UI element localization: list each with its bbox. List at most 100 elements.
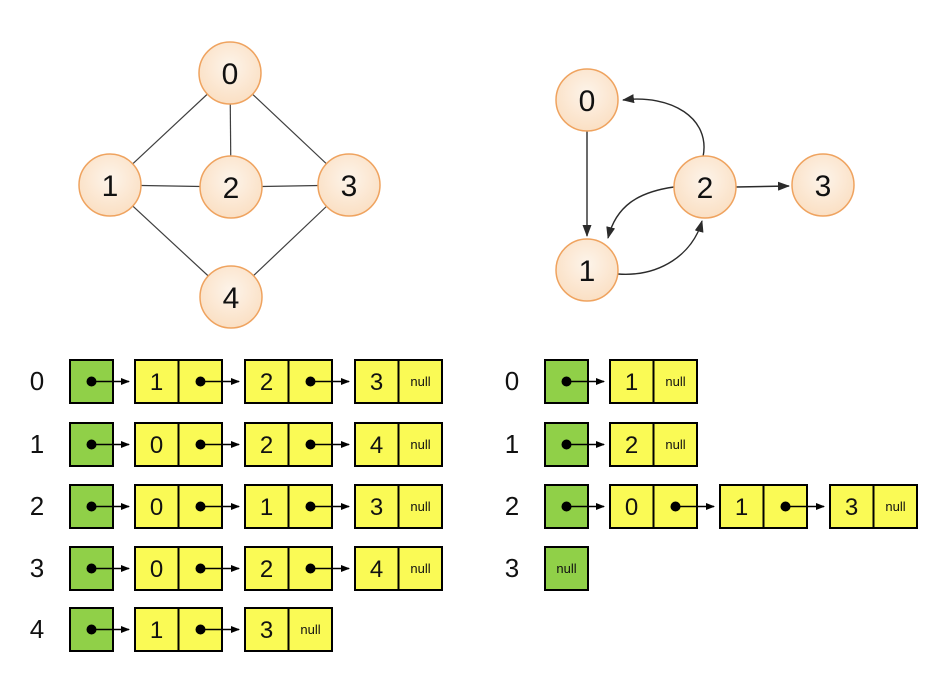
node-label: 1 — [102, 170, 119, 203]
null-terminator: null — [410, 561, 430, 576]
graph-node-1: 1 — [78, 153, 142, 217]
null-terminator: null — [885, 499, 905, 514]
edge-2-to-3 — [735, 181, 790, 191]
list-node: 1 — [719, 484, 825, 529]
node-label: 2 — [697, 172, 714, 205]
graph-node-1: 1 — [555, 238, 619, 302]
node-label: 3 — [341, 170, 358, 203]
graph-node-0: 0 — [198, 41, 262, 105]
row-label: 3 — [30, 553, 44, 583]
list-node: 3 null — [244, 607, 333, 652]
node-circle — [199, 265, 263, 329]
edge-2-to-1 — [606, 186, 675, 239]
graph-node-2: 2 — [199, 155, 263, 219]
node-value: 0 — [625, 494, 638, 521]
node-label: 0 — [579, 85, 596, 118]
node-value: 1 — [150, 617, 163, 644]
adjacency-row: 0 1 2 3 null — [30, 359, 443, 404]
null-terminator: null — [410, 437, 430, 452]
node-circle — [198, 41, 262, 105]
edge-2-to-0 — [622, 94, 705, 158]
graph-node-3: 3 — [317, 153, 381, 217]
row-label: 2 — [505, 491, 519, 521]
graph-node-0: 0 — [555, 68, 619, 132]
list-node: 2 — [244, 422, 350, 467]
undirected-graph: 0 1 2 3 4 — [78, 41, 381, 329]
adjacency-row: 3 null — [505, 546, 589, 591]
adjacency-list-undirected: 0 1 2 3 null — [30, 359, 443, 652]
node-label: 1 — [579, 255, 596, 288]
graph-node-4: 4 — [199, 265, 263, 329]
list-node: 0 — [609, 484, 715, 529]
directed-graph: 0 1 2 3 — [555, 68, 855, 302]
list-node: 4 null — [354, 422, 443, 467]
list-node: 1 — [134, 359, 240, 404]
node-value: 3 — [370, 369, 383, 396]
list-node: 1 — [244, 484, 350, 529]
list-node: 2 null — [609, 422, 698, 467]
null-terminator: null — [300, 622, 320, 637]
list-node: 0 — [134, 546, 240, 591]
list-node: 2 — [244, 359, 350, 404]
node-value: 2 — [625, 432, 638, 459]
adjacency-row: 2 0 1 3 null — [505, 484, 918, 529]
adjacency-row: 2 0 1 3 null — [30, 484, 443, 529]
node-value: 1 — [150, 369, 163, 396]
null-terminator: null — [410, 499, 430, 514]
node-value: 2 — [260, 369, 273, 396]
list-node: 1 — [134, 607, 240, 652]
node-value: 4 — [370, 432, 383, 459]
null-terminator: null — [665, 374, 685, 389]
list-node: 3 null — [829, 484, 918, 529]
list-node: 3 null — [354, 484, 443, 529]
node-value: 3 — [845, 494, 858, 521]
adjacency-row: 3 0 2 4 null — [30, 546, 443, 591]
node-circle — [555, 68, 619, 132]
null-terminator: null — [556, 561, 576, 576]
adjacency-row: 1 0 2 4 null — [30, 422, 443, 467]
node-label: 4 — [223, 282, 240, 315]
graph-edges — [582, 94, 790, 275]
graph-node-2: 2 — [673, 155, 737, 219]
null-terminator: null — [665, 437, 685, 452]
node-value: 3 — [260, 617, 273, 644]
row-label: 3 — [505, 553, 519, 583]
row-label: 0 — [505, 366, 519, 396]
row-label: 2 — [30, 491, 44, 521]
node-value: 1 — [625, 369, 638, 396]
row-label: 1 — [30, 429, 44, 459]
node-value: 0 — [150, 432, 163, 459]
node-value: 1 — [735, 494, 748, 521]
node-circle — [78, 153, 142, 217]
node-circle — [673, 155, 737, 219]
node-value: 2 — [260, 556, 273, 583]
list-node: 0 — [134, 422, 240, 467]
node-label: 2 — [223, 172, 240, 205]
node-value: 3 — [370, 494, 383, 521]
null-terminator: null — [410, 374, 430, 389]
list-node: 0 — [134, 484, 240, 529]
adjacency-row: 1 2 null — [505, 422, 698, 467]
node-value: 1 — [260, 494, 273, 521]
row-label: 4 — [30, 614, 44, 644]
node-label: 3 — [815, 170, 832, 203]
list-node: 4 null — [354, 546, 443, 591]
node-value: 4 — [370, 556, 383, 583]
graph-node-3: 3 — [791, 153, 855, 217]
node-value: 0 — [150, 494, 163, 521]
row-label: 0 — [30, 366, 44, 396]
node-circle — [791, 153, 855, 217]
node-label: 0 — [222, 58, 239, 91]
node-value: 2 — [260, 432, 273, 459]
row-label: 1 — [505, 429, 519, 459]
list-node: 2 — [244, 546, 350, 591]
node-circle — [317, 153, 381, 217]
adjacency-row: 4 1 3 null — [30, 607, 333, 652]
node-circle — [555, 238, 619, 302]
adjacency-row: 0 1 null — [505, 359, 698, 404]
list-node: 3 null — [354, 359, 443, 404]
list-node: 1 null — [609, 359, 698, 404]
adjacency-list-directed: 0 1 null 1 2 null — [505, 359, 918, 591]
node-circle — [199, 155, 263, 219]
